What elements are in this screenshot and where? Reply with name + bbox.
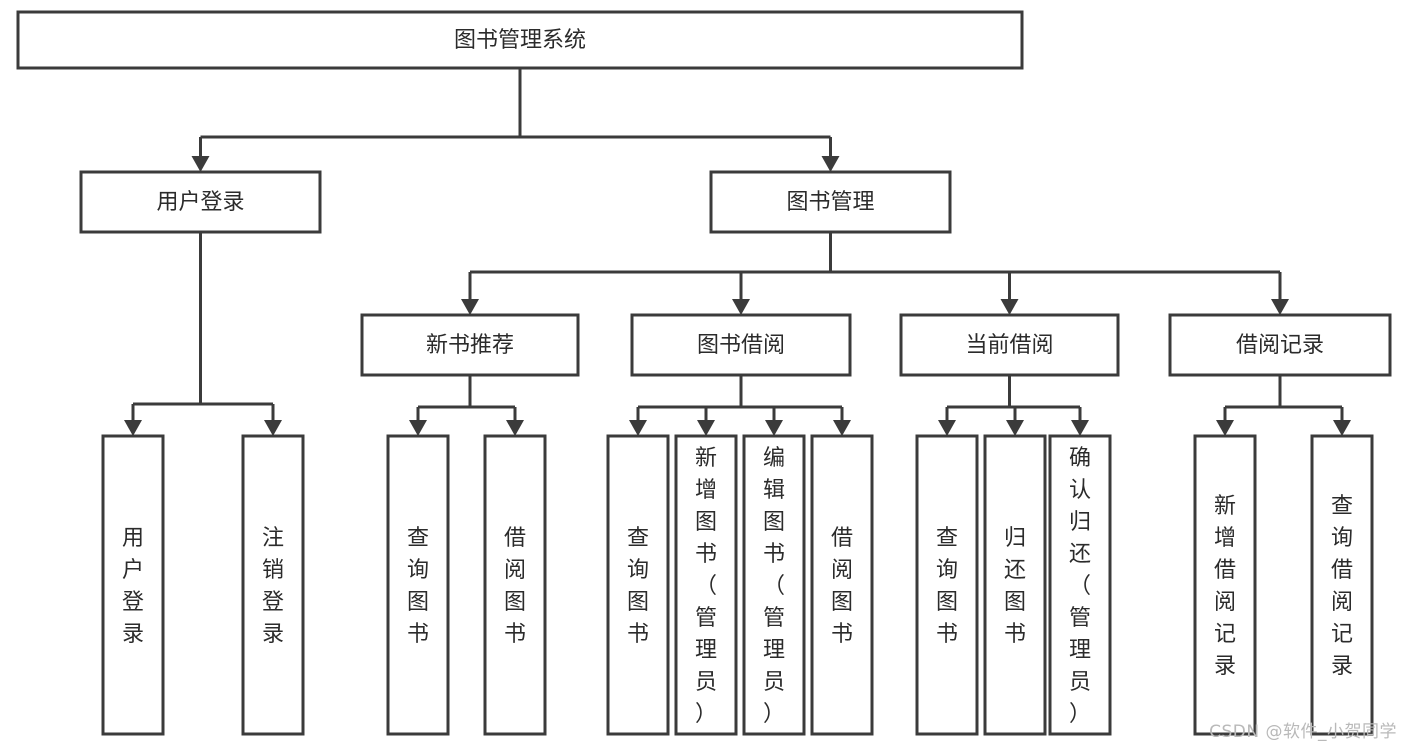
node-level3-0[interactable]: 新书推荐: [360, 313, 580, 377]
node-leaf-label-2: 查询图书: [407, 526, 429, 647]
csdn-watermark: CSDN @软件_小贺同学: [1209, 722, 1397, 742]
node-level3-label-1: 图书借阅: [697, 333, 785, 358]
node-level2-label-0: 用户登录: [156, 190, 244, 215]
node-leaf-8[interactable]: 查询图书: [915, 434, 979, 736]
node-leaf-5[interactable]: 新增图书（管理员）: [674, 434, 738, 736]
node-leaf-3[interactable]: 借阅图书: [483, 434, 547, 736]
node-level3-label-0: 新书推荐: [426, 333, 514, 358]
node-level2-1[interactable]: 图书管理: [709, 170, 952, 234]
node-leaf-label-8: 查询图书: [936, 526, 958, 647]
node-leaf-label-10: 确认归还（管理员）: [1069, 446, 1091, 727]
node-leaf-4[interactable]: 查询图书: [606, 434, 670, 736]
node-level3-3[interactable]: 借阅记录: [1168, 313, 1392, 377]
node-root-label: 图书管理系统: [454, 28, 586, 53]
node-leaf-6[interactable]: 编辑图书（管理员）: [742, 434, 806, 736]
node-leaf-10[interactable]: 确认归还（管理员）: [1048, 434, 1112, 736]
node-level3-2[interactable]: 当前借阅: [899, 313, 1120, 377]
node-leaf-label-11: 新增借阅记录: [1214, 494, 1236, 679]
node-root[interactable]: 图书管理系统: [16, 10, 1024, 70]
node-level2-label-1: 图书管理: [786, 190, 874, 215]
node-leaf-label-9: 归还图书: [1004, 526, 1026, 647]
node-leaf-label-3: 借阅图书: [504, 526, 526, 647]
connector-layer: [124, 68, 1351, 436]
node-leaf-label-1: 注销登录: [262, 526, 284, 647]
node-leaf-1[interactable]: 注销登录: [241, 434, 305, 736]
node-level3-label-3: 借阅记录: [1236, 333, 1324, 358]
node-level3-label-2: 当前借阅: [965, 333, 1053, 358]
node-leaf-label-6: 编辑图书（管理员）: [763, 446, 785, 727]
node-leaf-12[interactable]: 查询借阅记录: [1310, 434, 1374, 736]
node-leaf-11[interactable]: 新增借阅记录: [1193, 434, 1257, 736]
node-level2-0[interactable]: 用户登录: [79, 170, 322, 234]
node-leaf-label-7: 借阅图书: [831, 526, 853, 647]
node-leaf-label-0: 用户登录: [122, 526, 144, 647]
node-leaf-label-12: 查询借阅记录: [1331, 494, 1353, 679]
node-leaf-9[interactable]: 归还图书: [983, 434, 1047, 736]
node-leaf-2[interactable]: 查询图书: [386, 434, 450, 736]
node-leaf-label-5: 新增图书（管理员）: [695, 446, 717, 727]
node-leaf-0[interactable]: 用户登录: [101, 434, 165, 736]
node-leaf-7[interactable]: 借阅图书: [810, 434, 874, 736]
node-layer: 图书管理系统用户登录图书管理新书推荐图书借阅当前借阅借阅记录用户登录注销登录查询…: [16, 10, 1392, 736]
node-level3-1[interactable]: 图书借阅: [630, 313, 852, 377]
node-leaf-label-4: 查询图书: [627, 526, 649, 647]
